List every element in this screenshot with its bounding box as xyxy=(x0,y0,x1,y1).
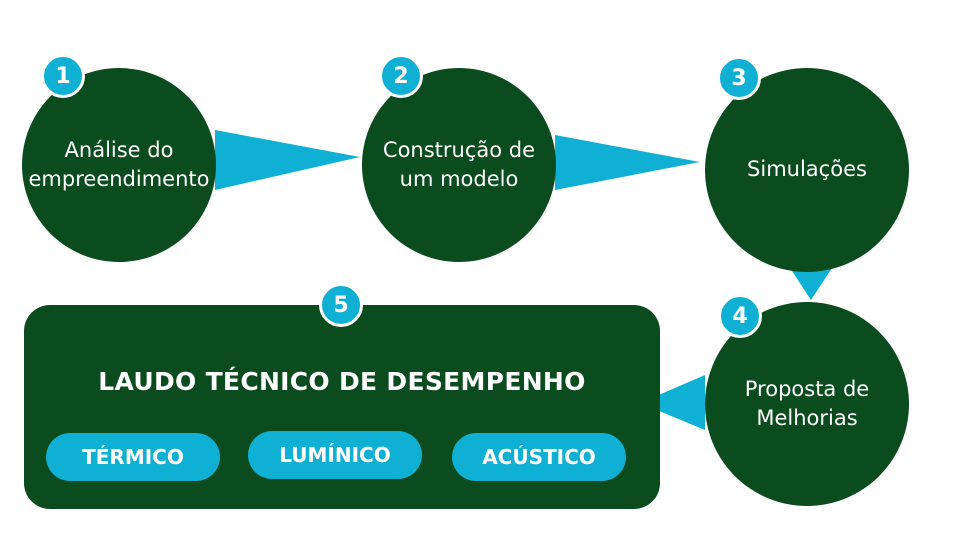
step-5-badge: 5 xyxy=(319,283,363,327)
step-3-label: Simulações xyxy=(747,157,867,182)
arrow-3-to-4 xyxy=(790,268,832,300)
arrow-1-to-2 xyxy=(215,130,360,190)
category-pill-acustico: ACÚSTICO xyxy=(452,433,626,481)
step-4-label: Proposta de Melhorias xyxy=(744,376,870,430)
step-2-badge: 2 xyxy=(379,54,423,98)
step-4-badge: 4 xyxy=(718,294,762,338)
step-2-circle: Construção de um modelo xyxy=(362,68,556,262)
step-1-badge: 1 xyxy=(41,54,85,98)
step-1-circle: Análise do empreendimento xyxy=(22,68,216,262)
step-2-label: Construção de um modelo xyxy=(382,137,536,191)
step-1-label: Análise do empreendimento xyxy=(28,137,210,191)
report-title: LAUDO TÉCNICO DE DESEMPENHO xyxy=(98,367,586,396)
arrow-4-to-5 xyxy=(640,375,705,430)
category-pill-luminico: LUMÍNICO xyxy=(248,431,422,479)
report-panel: LAUDO TÉCNICO DE DESEMPENHO TÉRMICO LUMÍ… xyxy=(24,305,660,509)
step-3-circle: Simulações xyxy=(705,68,909,272)
step-3-badge: 3 xyxy=(717,56,761,100)
arrow-2-to-3 xyxy=(555,135,700,190)
category-pill-termico: TÉRMICO xyxy=(46,433,220,481)
